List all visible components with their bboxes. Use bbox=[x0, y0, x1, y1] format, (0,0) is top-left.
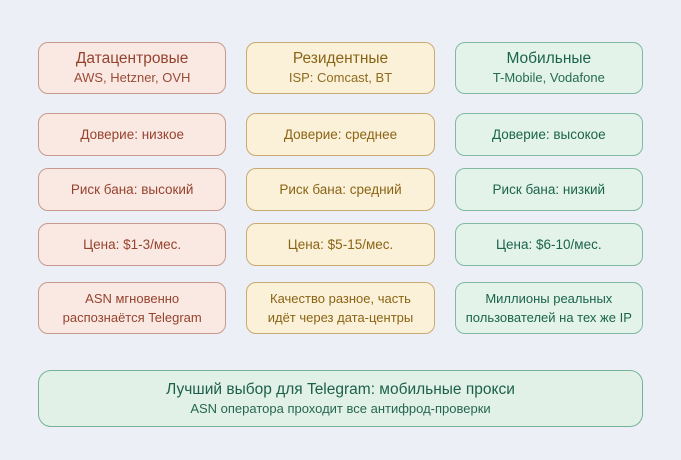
mobile-header-card: Мобильные T-Mobile, Vodafone bbox=[454, 42, 643, 94]
datacenter-price-card: Цена: $1-3/мес. bbox=[38, 223, 227, 266]
residential-note-card: Качество разное, часть идёт через дата-ц… bbox=[246, 282, 435, 334]
datacenter-risk-card: Риск бана: высокий bbox=[38, 168, 227, 211]
datacenter-subtitle: AWS, Hetzner, OVH bbox=[73, 69, 191, 85]
summary-card: Лучший выбор для Telegram: мобильные про… bbox=[38, 370, 643, 427]
mobile-risk-card: Риск бана: низкий bbox=[454, 168, 643, 211]
summary-title: Лучший выбор для Telegram: мобильные про… bbox=[166, 380, 515, 398]
datacenter-trust-card: Доверие: низкое bbox=[38, 113, 227, 156]
datacenter-note-card: ASN мгновенно распознаётся Telegram bbox=[38, 282, 227, 334]
residential-risk-card: Риск бана: средний bbox=[246, 168, 435, 211]
mobile-note-card: Миллионы реальных пользователей на тех ж… bbox=[454, 282, 643, 334]
mobile-trust-card: Доверие: высокое bbox=[454, 113, 643, 156]
column-mobile: Мобильные T-Mobile, Vodafone Доверие: вы… bbox=[454, 42, 643, 334]
summary-subtitle: ASN оператора проходит все антифрод-пров… bbox=[190, 401, 491, 417]
residential-title: Резидентные bbox=[292, 50, 389, 68]
residential-trust-card: Доверие: среднее bbox=[246, 113, 435, 156]
datacenter-title: Датацентровые bbox=[75, 50, 189, 68]
column-datacenter: Датацентровые AWS, Hetzner, OVH Доверие:… bbox=[38, 42, 227, 334]
residential-header-card: Резидентные ISP: Comcast, BT bbox=[246, 42, 435, 94]
mobile-title: Мобильные bbox=[506, 50, 592, 68]
datacenter-header-card: Датацентровые AWS, Hetzner, OVH bbox=[38, 42, 227, 94]
columns-row: Датацентровые AWS, Hetzner, OVH Доверие:… bbox=[38, 42, 643, 334]
column-residential: Резидентные ISP: Comcast, BT Доверие: ср… bbox=[246, 42, 435, 334]
residential-subtitle: ISP: Comcast, BT bbox=[288, 69, 393, 85]
mobile-price-card: Цена: $6-10/мес. bbox=[454, 223, 643, 266]
residential-price-card: Цена: $5-15/мес. bbox=[246, 223, 435, 266]
mobile-subtitle: T-Mobile, Vodafone bbox=[492, 69, 605, 85]
